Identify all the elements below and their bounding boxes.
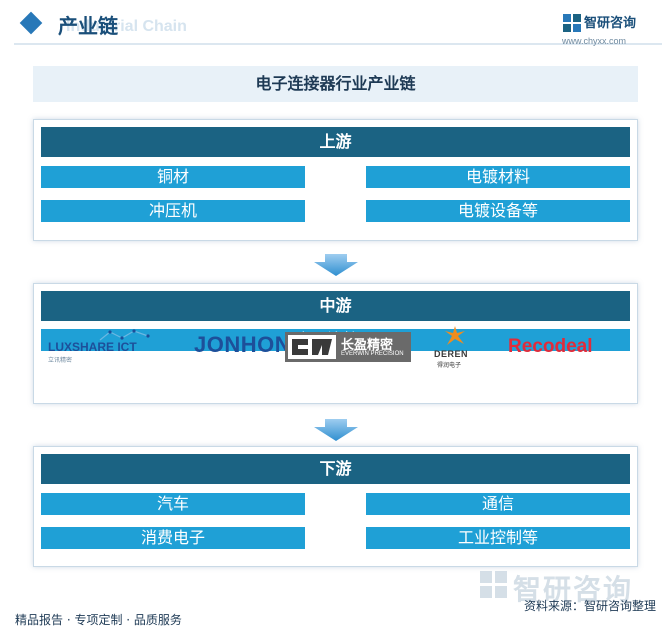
deren-mark-icon	[445, 326, 465, 345]
source-note: 资料来源：智研咨询整理	[523, 599, 656, 613]
watermark-logo-icon	[480, 571, 507, 598]
deren-subtext: 得润电子	[437, 362, 462, 369]
brand-name: 智研咨询	[584, 16, 637, 31]
downstream-item: 工业控制等	[366, 527, 630, 549]
diamond-icon	[19, 11, 43, 35]
recodeal-logo: Recodeal	[508, 336, 593, 357]
upstream-item: 铜材	[41, 166, 305, 188]
deren-logo: DEREN 得润电子	[434, 324, 476, 369]
upstream-section: 上游 铜材 电镀材料 冲压机 电镀设备等	[33, 119, 638, 241]
midstream-header: 中游	[41, 291, 630, 321]
midstream-section: 中游 电子连接器 LUXSHARE ICT 立讯精密 JONHON 长盈精密 E…	[33, 283, 638, 404]
everwin-logo: 长盈精密 EVERWIN PRECISION	[285, 332, 411, 362]
downstream-item: 消费电子	[41, 527, 305, 549]
luxshare-mark-icon	[99, 329, 150, 341]
footer-slogan: 精品报告 · 专项定制 · 品质服务	[15, 613, 182, 627]
header-divider	[14, 43, 662, 45]
page-header: Industrial Chain 产业链 智研咨询 www.chyxx.com	[0, 0, 666, 58]
brand-block: 智研咨询 www.chyxx.com	[562, 10, 654, 50]
brand-logo-icon	[563, 14, 581, 32]
downstream-section: 下游 汽车 通信 消费电子 工业控制等	[33, 446, 638, 567]
header-ghost-text: Industrial Chain	[66, 18, 187, 35]
watermark-text: 智研咨询	[513, 573, 634, 606]
downstream-item: 通信	[366, 493, 630, 515]
watermark: 智研咨询	[477, 566, 666, 606]
page-title: 产业链	[58, 14, 118, 38]
downstream-header: 下游	[41, 454, 630, 484]
upstream-item: 冲压机	[41, 200, 305, 222]
downstream-item: 汽车	[41, 493, 305, 515]
luxshare-text: LUXSHARE ICT	[48, 340, 137, 354]
everwin-mark-icon	[288, 335, 336, 359]
upstream-item: 电镀设备等	[366, 200, 630, 222]
luxshare-logo: LUXSHARE ICT 立讯精密	[48, 328, 158, 364]
brand-url: www.chyxx.com	[562, 36, 627, 46]
down-arrow-icon	[314, 419, 358, 441]
down-arrow-icon	[314, 254, 358, 276]
luxshare-subtext: 立讯精密	[48, 357, 73, 364]
upstream-header: 上游	[41, 127, 630, 157]
chain-title: 电子连接器行业产业链	[33, 66, 638, 102]
jonhon-logo: JONHON	[194, 332, 292, 357]
upstream-item: 电镀材料	[366, 166, 630, 188]
everwin-subtext: EVERWIN PRECISION	[341, 351, 404, 357]
deren-text: DEREN	[434, 349, 469, 359]
everwin-text: 长盈精密	[341, 338, 394, 353]
